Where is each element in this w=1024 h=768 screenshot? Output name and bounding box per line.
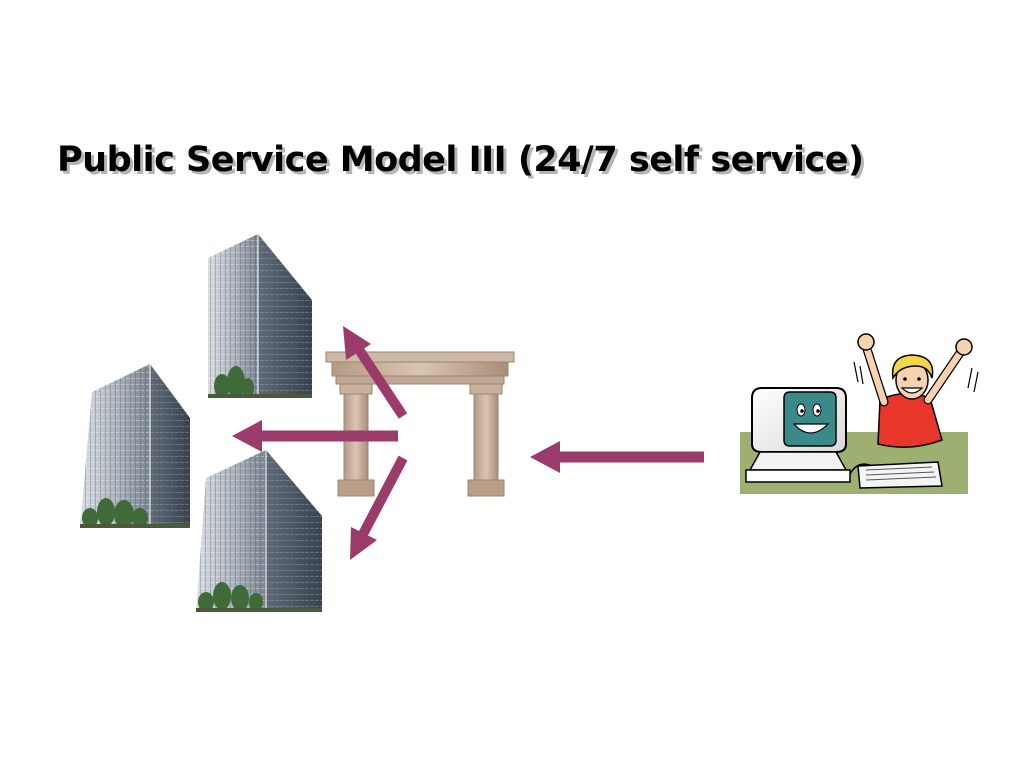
office-building-icon <box>80 364 190 528</box>
stone-portal-icon <box>325 351 515 497</box>
arrow-gateway-to-left-building <box>232 420 398 452</box>
arrow-citizen-to-gateway <box>530 441 704 473</box>
office-building-icon <box>196 450 322 612</box>
arrow-gateway-to-top-building <box>343 326 408 419</box>
arrow-gateway-to-bottom-building <box>350 455 408 560</box>
office-building-icon <box>208 234 312 398</box>
happy-user-at-computer-icon <box>740 333 979 494</box>
slide-title: Public Service Model III (24/7 self serv… <box>57 140 864 180</box>
